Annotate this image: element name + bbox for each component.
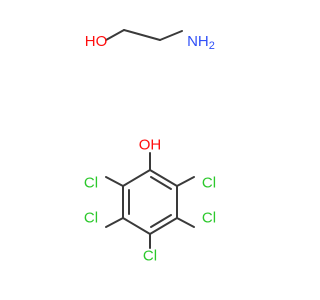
hydroxyl-label: HO <box>85 33 108 50</box>
bond-c-cl-lower-right <box>176 217 195 228</box>
structure-diagram: HO NH2 OH Cl Cl Cl Cl Cl <box>84 29 216 265</box>
chlorine-label-bottom: Cl <box>143 248 157 265</box>
bond-c-cl-right <box>176 176 195 187</box>
bond-c-cl-lower-left <box>105 217 124 228</box>
ring-double-bond-2 <box>150 214 172 228</box>
bond-c-cl-left <box>105 176 124 187</box>
chlorine-label-upper-left: Cl <box>84 175 98 192</box>
bond-c2-n <box>159 30 183 41</box>
chlorine-label-upper-right: Cl <box>202 175 216 192</box>
chlorine-label-lower-right: Cl <box>202 210 216 227</box>
ring-bond-1 <box>149 169 178 187</box>
ring-bond-4 <box>122 217 151 235</box>
ethanolamine-molecule: HO NH2 <box>85 29 215 53</box>
ring-bond-6 <box>122 169 151 187</box>
ring-bond-3 <box>149 217 178 235</box>
amine-label: NH2 <box>187 33 215 53</box>
chlorine-label-lower-left: Cl <box>84 210 98 227</box>
bond-o-c1 <box>105 29 125 41</box>
bond-c1-c2 <box>123 29 161 41</box>
pentachlorophenol-molecule: OH Cl Cl Cl Cl Cl <box>84 137 216 265</box>
phenol-hydroxyl-label: OH <box>139 137 162 154</box>
ring-double-bond-1 <box>150 176 172 190</box>
